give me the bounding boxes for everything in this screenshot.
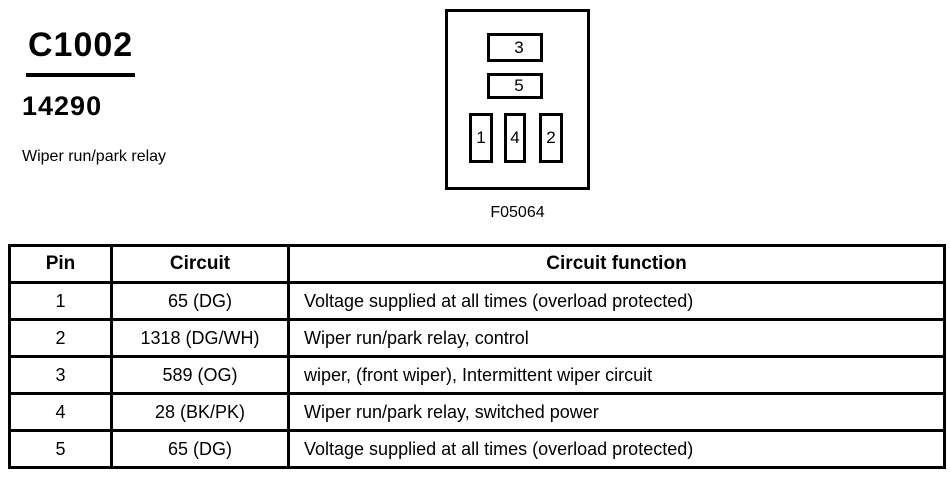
figure-code: F05064: [490, 204, 545, 221]
cavity-1: 1: [469, 113, 493, 163]
cavity-2: 2: [539, 113, 563, 163]
connector-description: Wiper run/park relay: [22, 148, 167, 165]
pinout-table: Pin Circuit Circuit function 1 65 (DG) V…: [8, 244, 946, 469]
table-row: 1 65 (DG) Voltage supplied at all times …: [8, 281, 946, 321]
cell-pin: 2: [8, 318, 113, 358]
cell-circuit-function: Wiper run/park relay, switched power: [287, 392, 946, 432]
connector-face-diagram: 3 5 1 4 2: [445, 9, 590, 190]
cell-circuit: 65 (DG): [110, 429, 290, 469]
column-header-circuit-function: Circuit function: [287, 244, 946, 284]
table-header-row: Pin Circuit Circuit function: [8, 244, 946, 284]
cell-pin: 4: [8, 392, 113, 432]
table-row: 5 65 (DG) Voltage supplied at all times …: [8, 429, 946, 469]
cell-circuit: 65 (DG): [110, 281, 290, 321]
cell-circuit: 28 (BK/PK): [110, 392, 290, 432]
cavity-3: 3: [487, 33, 543, 62]
cell-pin: 3: [8, 355, 113, 395]
cavity-4: 4: [504, 113, 526, 163]
cell-circuit-function: Wiper run/park relay, control: [287, 318, 946, 358]
column-header-pin: Pin: [8, 244, 113, 284]
cell-circuit-function: Voltage supplied at all times (overload …: [287, 281, 946, 321]
column-header-circuit: Circuit: [110, 244, 290, 284]
connector-id-title: C1002: [26, 26, 136, 77]
cell-circuit: 589 (OG): [110, 355, 290, 395]
cavity-5: 5: [487, 73, 543, 99]
cell-circuit-function: wiper, (front wiper), Intermittent wiper…: [287, 355, 946, 395]
table-row: 4 28 (BK/PK) Wiper run/park relay, switc…: [8, 392, 946, 432]
table-row: 2 1318 (DG/WH) Wiper run/park relay, con…: [8, 318, 946, 358]
header-block: C1002 14290 Wiper run/park relay: [22, 26, 166, 166]
part-number: 14290: [22, 91, 103, 121]
cell-pin: 5: [8, 429, 113, 469]
cell-circuit: 1318 (DG/WH): [110, 318, 290, 358]
cell-pin: 1: [8, 281, 113, 321]
cell-circuit-function: Voltage supplied at all times (overload …: [287, 429, 946, 469]
table-row: 3 589 (OG) wiper, (front wiper), Intermi…: [8, 355, 946, 395]
